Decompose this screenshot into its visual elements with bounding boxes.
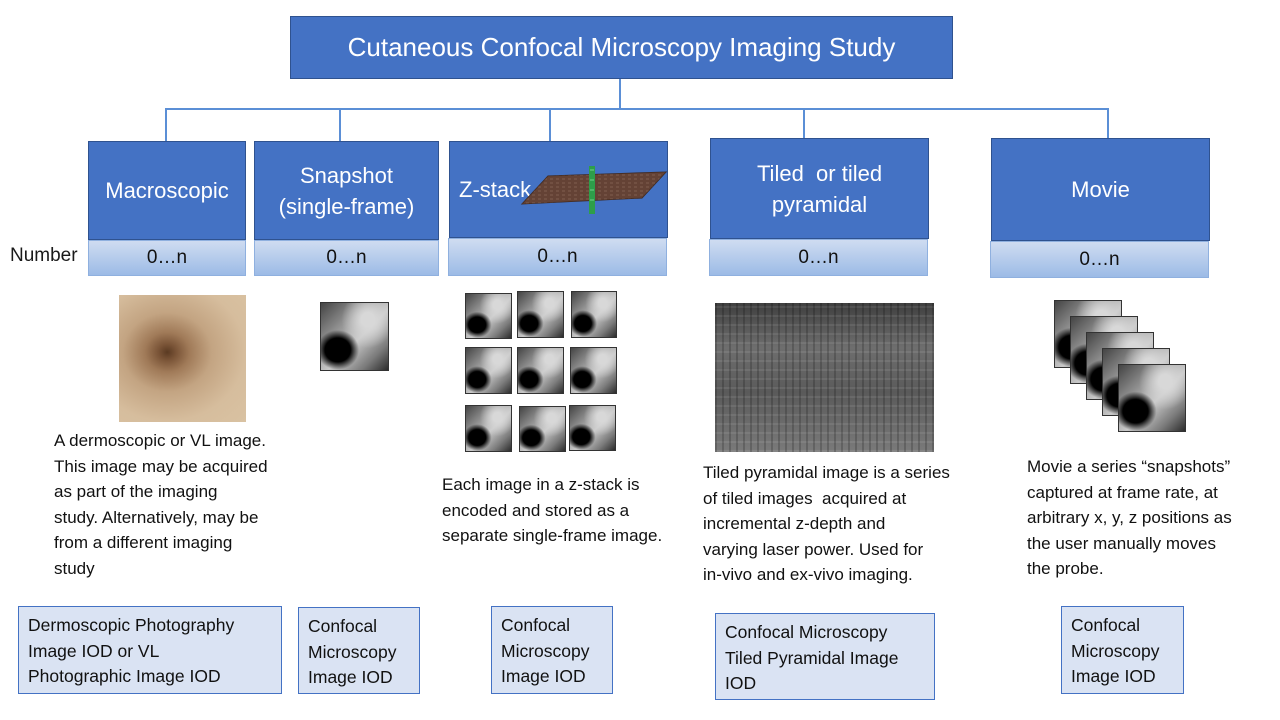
study-title: Cutaneous Confocal Microscopy Imaging St… xyxy=(290,16,953,79)
zstack-frame xyxy=(571,291,617,338)
count-snapshot: 0…n xyxy=(254,240,439,276)
iod-line: Microscopy xyxy=(501,640,590,661)
count-value: 0…n xyxy=(146,247,188,268)
macroscopic-description: A dermoscopic or VL image. This image ma… xyxy=(54,428,304,581)
category-label: Z-stack xyxy=(459,177,532,202)
description-line: encoded and stored as a xyxy=(442,500,630,520)
count-movie: 0…n xyxy=(990,241,1209,278)
connector-trunk xyxy=(619,79,621,109)
description-line: A dermoscopic or VL image. xyxy=(54,431,266,450)
zstack-frame xyxy=(519,406,566,452)
description-line: This image may be acquired xyxy=(54,456,268,476)
description-line: captured at frame rate, at xyxy=(1027,482,1218,502)
description-line: arbitrary x, y, z positions as xyxy=(1027,508,1232,527)
description-line: incremental z-depth and xyxy=(703,514,886,533)
count-tiled: 0…n xyxy=(709,239,928,276)
study-title-text: Cutaneous Confocal Microscopy Imaging St… xyxy=(347,32,896,62)
zstack-frame xyxy=(465,405,512,452)
zstack-frame xyxy=(570,347,617,394)
count-value: 0…n xyxy=(326,247,367,268)
description-line: of tiled images acquired at xyxy=(703,488,907,508)
description-line: Each image in a z-stack is xyxy=(442,475,640,494)
count-value: 0…n xyxy=(798,246,839,268)
iod-line: Image IOD or VL xyxy=(28,640,160,661)
count-value: 0…n xyxy=(1079,248,1120,270)
dermoscopic-image xyxy=(119,295,246,422)
connector-snapshot xyxy=(339,108,341,141)
description-line: separate single-frame image. xyxy=(442,526,663,545)
category-macroscopic: Macroscopic xyxy=(88,141,246,240)
iod-line: Confocal xyxy=(1071,615,1141,635)
zstack-3d-icon xyxy=(520,166,668,214)
description-line: study xyxy=(54,558,95,578)
iod-line: IOD xyxy=(725,673,757,693)
category-label: Tiled or tiled xyxy=(756,160,883,186)
connector-zstack xyxy=(549,108,551,141)
tiled-pyramidal-image xyxy=(715,303,934,452)
count-macroscopic: 0…n xyxy=(88,240,246,276)
category-tiled: Tiled or tiled pyramidal xyxy=(710,138,929,239)
connector-tiled xyxy=(803,108,805,138)
tiled-description: Tiled pyramidal image is a series of til… xyxy=(703,460,988,588)
iod-line: Tiled Pyramidal Image xyxy=(725,647,899,668)
movie-frame xyxy=(1118,364,1186,432)
zstack-image-grid xyxy=(465,291,620,456)
snapshot-image xyxy=(320,302,389,371)
count-zstack: 0…n xyxy=(448,238,667,276)
movie-frame-stack xyxy=(1054,300,1188,434)
category-movie: Movie xyxy=(991,138,1210,241)
iod-line: Image IOD xyxy=(501,666,586,686)
iod-line: Photographic Image IOD xyxy=(28,666,221,686)
connector-movie xyxy=(1107,108,1109,138)
iod-line: Image IOD xyxy=(308,667,393,687)
description-line: as part of the imaging xyxy=(54,482,218,501)
iod-zstack: Confocal Microscopy Image IOD xyxy=(491,606,613,694)
category-label: Macroscopic xyxy=(105,178,229,203)
description-line: Movie a series “snapshots” xyxy=(1027,457,1231,476)
iod-line: Confocal Microscopy xyxy=(725,622,888,642)
connector-macroscopic xyxy=(165,108,167,141)
category-label: Movie xyxy=(1071,177,1130,202)
number-label: Number xyxy=(10,245,78,266)
category-snapshot: Snapshot (single-frame) xyxy=(254,141,439,240)
zstack-frame xyxy=(517,347,564,394)
iod-line: Confocal xyxy=(308,616,378,636)
iod-line: Dermoscopic Photography xyxy=(28,615,235,635)
iod-line: Image IOD xyxy=(1071,666,1156,686)
movie-description: Movie a series “snapshots” captured at f… xyxy=(1027,454,1272,582)
description-line: Tiled pyramidal image is a series xyxy=(703,463,950,482)
iod-line: Microscopy xyxy=(308,641,397,662)
iod-line: Confocal xyxy=(501,615,571,635)
zstack-frame xyxy=(569,405,616,451)
iod-line: Microscopy xyxy=(1071,640,1160,661)
iod-movie: Confocal Microscopy Image IOD xyxy=(1061,606,1184,694)
count-value: 0…n xyxy=(537,246,578,267)
description-line: in-vivo and ex-vivo imaging. xyxy=(703,565,913,584)
connector-bus xyxy=(165,108,1109,110)
iod-snapshot: Confocal Microscopy Image IOD xyxy=(298,607,420,694)
description-line: the user manually moves xyxy=(1027,533,1216,553)
zstack-description: Each image in a z-stack is encoded and s… xyxy=(442,472,700,549)
category-label-line2: (single-frame) xyxy=(278,193,415,219)
description-line: from a different imaging xyxy=(54,533,233,552)
description-line: the probe. xyxy=(1027,559,1104,578)
iod-macroscopic: Dermoscopic Photography Image IOD or VL … xyxy=(18,606,282,694)
category-label: Snapshot xyxy=(300,162,393,188)
zstack-frame xyxy=(465,293,512,339)
description-line: study. Alternatively, may be xyxy=(54,507,259,527)
category-label-line2: pyramidal xyxy=(771,191,868,217)
description-line: varying laser power. Used for xyxy=(703,539,924,559)
zstack-frame xyxy=(465,347,512,394)
zstack-frame xyxy=(517,291,564,338)
iod-tiled: Confocal Microscopy Tiled Pyramidal Imag… xyxy=(715,613,935,700)
